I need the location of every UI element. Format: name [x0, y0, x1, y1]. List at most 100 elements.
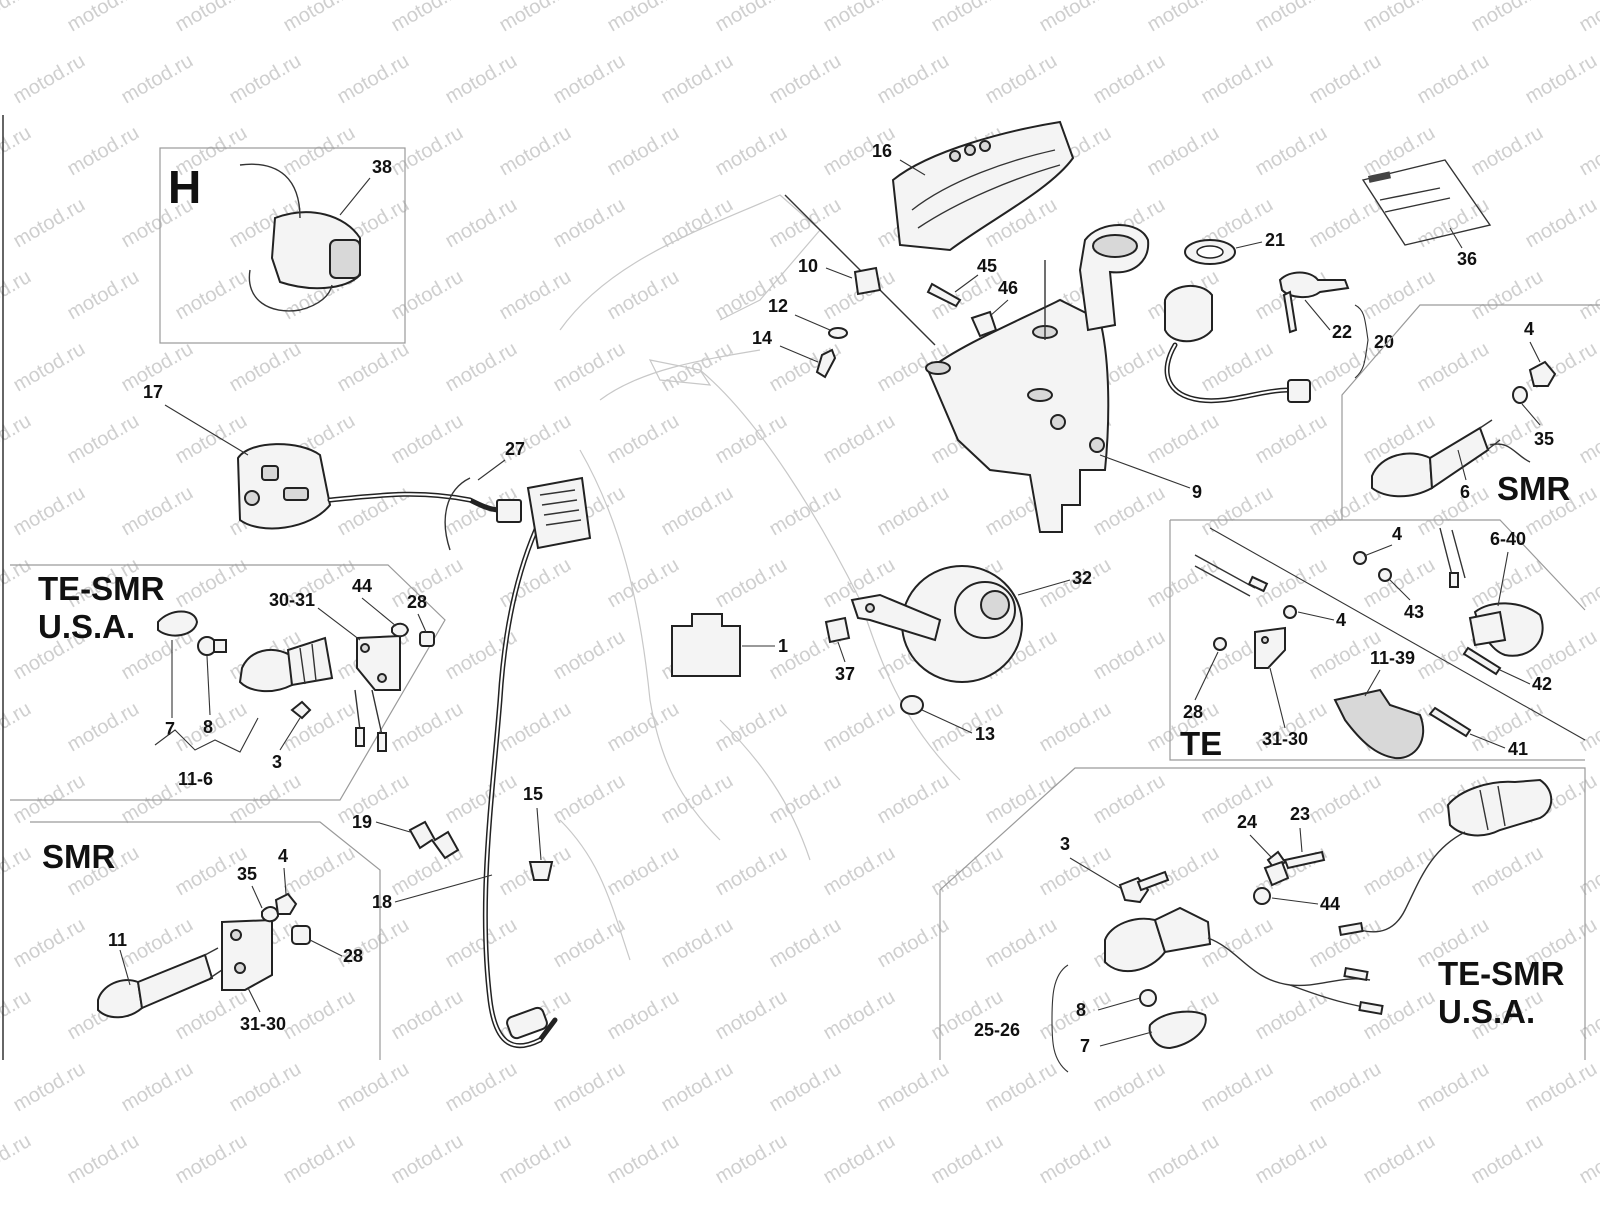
callout-32: 32: [1072, 568, 1092, 588]
callout-21: 21: [1265, 230, 1285, 250]
watermark-text: motod.ru: [982, 50, 1061, 109]
watermark-text: motod.ru: [334, 50, 413, 109]
region-line-1: TE-SMR: [1438, 955, 1565, 992]
watermark-text: motod.ru: [766, 50, 845, 109]
watermark-text: motod.ru: [496, 266, 575, 325]
watermark-text: motod.ru: [388, 266, 467, 325]
watermark-text: motod.ru: [1522, 338, 1600, 397]
watermark-text: motod.ru: [118, 50, 197, 109]
callout-28c: 28: [1183, 702, 1203, 722]
callout-45: 45: [977, 256, 997, 276]
callout-25-26: 25-26: [974, 1020, 1020, 1040]
watermark-text: motod.ru: [712, 1130, 791, 1189]
watermark-text: motod.ru: [766, 914, 845, 973]
watermark-text: motod.ru: [712, 410, 791, 469]
part-15-grommet: [530, 862, 552, 880]
watermark-text: motod.ru: [1522, 1058, 1600, 1117]
watermark-text: motod.ru: [604, 122, 683, 181]
watermark-text: motod.ru: [1468, 1130, 1547, 1189]
callout-16: 16: [872, 141, 892, 161]
watermark-text: motod.ru: [712, 0, 791, 36]
callout-11-39: 11-39: [1370, 648, 1415, 668]
watermark-text: motod.ru: [1036, 1130, 1115, 1189]
watermark-text: motod.ru: [64, 1130, 143, 1189]
callout-1: 1: [778, 636, 788, 656]
watermark-text: motod.ru: [334, 1058, 413, 1117]
callout-28a: 28: [407, 592, 427, 612]
watermark-text: motod.ru: [766, 482, 845, 541]
callout-7b: 7: [1080, 1036, 1090, 1056]
watermark-text: motod.ru: [64, 266, 143, 325]
watermark-text: motod.ru: [442, 50, 521, 109]
watermark-text: motod.ru: [388, 122, 467, 181]
callout-3b: 3: [1060, 834, 1070, 854]
watermark-text: motod.ru: [1144, 842, 1223, 901]
region-label-smr-right: SMR: [1497, 470, 1571, 507]
region-line-1: TE-SMR: [38, 570, 165, 607]
watermark-text: motod.ru: [928, 0, 1007, 36]
watermark-text: motod.ru: [604, 698, 683, 757]
watermark-text: motod.ru: [874, 50, 953, 109]
watermark-text: motod.ru: [820, 842, 899, 901]
callout-43: 43: [1404, 602, 1424, 622]
watermark-text: motod.ru: [1360, 554, 1439, 613]
watermark-text: motod.ru: [1414, 338, 1493, 397]
callout-35a: 35: [237, 864, 257, 884]
watermark-text: motod.ru: [496, 554, 575, 613]
watermark-text: motod.ru: [10, 770, 89, 829]
callout-4a: 4: [278, 846, 288, 866]
watermark-text: motod.ru: [1198, 338, 1277, 397]
watermark-text: motod.ru: [442, 338, 521, 397]
watermark-text: motod.ru: [0, 842, 35, 901]
watermark-text: motod.ru: [874, 482, 953, 541]
part-1-flasher-relay: [672, 614, 740, 676]
watermark-text: motod.ru: [10, 1058, 89, 1117]
watermark-text: motod.ru: [1306, 194, 1385, 253]
watermark-text: motod.ru: [1144, 122, 1223, 181]
watermark-text: motod.ru: [766, 338, 845, 397]
watermark-text: motod.ru: [712, 554, 791, 613]
watermark-text: motod.ru: [604, 410, 683, 469]
watermark-text: motod.ru: [820, 986, 899, 1045]
watermark-text: motod.ru: [118, 482, 197, 541]
watermark-text: motod.ru: [172, 0, 251, 36]
watermark-text: motod.ru: [1036, 842, 1115, 901]
watermark-text: motod.ru: [226, 1058, 305, 1117]
watermark-text: motod.ru: [496, 698, 575, 757]
watermark-text: motod.ru: [1306, 914, 1385, 973]
watermark-text: motod.ru: [226, 50, 305, 109]
part-37-spacer: [826, 618, 849, 642]
watermark-text: motod.ru: [1468, 122, 1547, 181]
watermark-text: motod.ru: [1252, 0, 1331, 36]
watermark-text: motod.ru: [388, 698, 467, 757]
watermark-text: motod.ru: [0, 266, 35, 325]
watermark-text: motod.ru: [1360, 842, 1439, 901]
watermark-text: motod.ru: [64, 698, 143, 757]
part-12-washer: [829, 328, 847, 338]
watermark-text: motod.ru: [1522, 194, 1600, 253]
watermark-text: motod.ru: [1306, 482, 1385, 541]
region-label-smr-left: SMR: [42, 838, 116, 875]
watermark-text: motod.ru: [1090, 482, 1169, 541]
watermark-text: motod.ru: [1252, 410, 1331, 469]
watermark-text: motod.ru: [928, 1130, 1007, 1189]
watermark-text: motod.ru: [1576, 410, 1600, 469]
watermark-text: motod.ru: [1144, 410, 1223, 469]
watermark-text: motod.ru: [1306, 770, 1385, 829]
watermark-text: motod.ru: [604, 842, 683, 901]
callout-31-30b: 31-30: [1262, 729, 1308, 749]
callout-4c: 4: [1392, 524, 1402, 544]
watermark-text: motod.ru: [604, 0, 683, 36]
watermark-text: motod.ru: [550, 1058, 629, 1117]
watermark-text: motod.ru: [1360, 986, 1439, 1045]
callout-35b: 35: [1534, 429, 1554, 449]
watermark-text: motod.ru: [442, 770, 521, 829]
callout-38: 38: [372, 157, 392, 177]
watermark-text: motod.ru: [64, 122, 143, 181]
watermark-text: motod.ru: [10, 914, 89, 973]
callout-46: 46: [998, 278, 1018, 298]
watermark-text: motod.ru: [10, 338, 89, 397]
watermark-text: motod.ru: [172, 554, 251, 613]
watermark-text: motod.ru: [1198, 50, 1277, 109]
